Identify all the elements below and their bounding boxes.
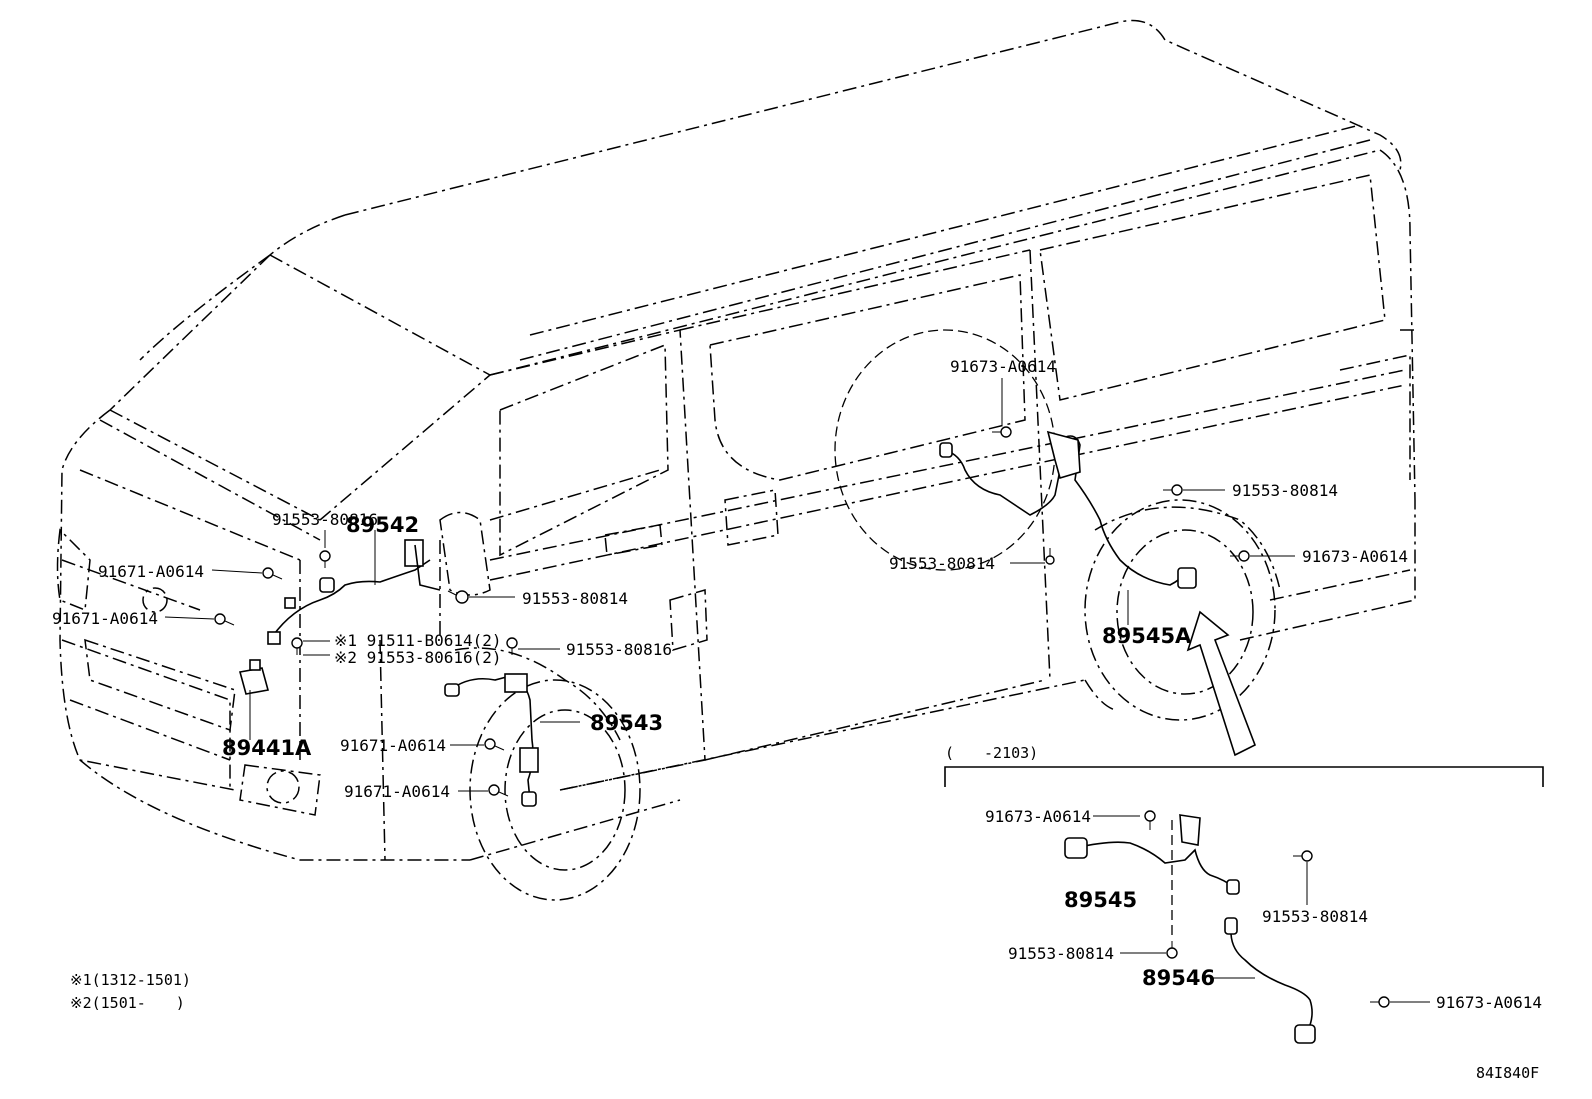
inset-parts [1064,810,1430,1044]
footnotes: ※1(1312-1501) ※2(1501- ) 84I840F [70,971,1539,1082]
inset-labels: ( -2103) 91673-A0614 89545 91553-80814 9… [945,744,1542,1012]
rear-wheel [1084,499,1281,721]
view-direction-arrow [1186,610,1257,757]
label-91673-a0614-inset-2: 91673-A0614 [1436,993,1542,1012]
label-91553-80816-mid: 91553-80816 [566,640,672,659]
label-91553-80814-rear-left: 91553-80814 [889,554,995,573]
label-note2-part: ※2 91553-80616(2) [334,648,502,667]
label-91553-80816-top: 91553-80816 [272,510,378,529]
label-89546: 89546 [1142,966,1215,990]
label-91553-80814-inset-left: 91553-80814 [1008,944,1114,963]
footnote-2: ※2(1501- ) [70,994,185,1012]
label-91553-80814-front: 91553-80814 [522,589,628,608]
rear-harness-89545A [939,430,1197,589]
front-harness-89542 [267,539,441,645]
label-89545A: 89545A [1102,624,1192,648]
figure-id: 84I840F [1476,1064,1539,1082]
label-91671-a0614-2: 91671-A0614 [52,609,158,628]
front-wheel [454,647,641,901]
label-91671-a0614-3: 91671-A0614 [340,736,446,755]
label-91673-a0614-inset-1: 91673-A0614 [985,807,1091,826]
label-89543: 89543 [590,711,663,735]
leader-lines-main [164,378,1295,792]
inset-range-label: ( -2103) [945,744,1038,762]
label-91553-80814-inset-right: 91553-80814 [1262,907,1368,926]
front-harness-89543 [444,673,539,807]
van-body-outline [56,19,1416,861]
front-sensor-89441A [238,659,270,695]
label-91553-80814-rear-right: 91553-80814 [1232,481,1338,500]
label-note1-part: ※1 91511-B0614(2) [334,631,502,650]
part-labels: 91553-80816 89542 91671-A0614 91671-A061… [52,357,1408,801]
label-91673-a0614-rear-right: 91673-A0614 [1302,547,1408,566]
label-89441A: 89441A [222,736,312,760]
label-91671-a0614-4: 91671-A0614 [344,782,450,801]
fasteners-main [214,426,1250,797]
footnote-1: ※1(1312-1501) [70,971,191,989]
label-91671-a0614-1: 91671-A0614 [98,562,204,581]
label-89545: 89545 [1064,888,1137,912]
label-91673-a0614-rear-top: 91673-A0614 [950,357,1056,376]
inset-frame [944,766,1544,787]
label-89542: 89542 [346,513,419,537]
